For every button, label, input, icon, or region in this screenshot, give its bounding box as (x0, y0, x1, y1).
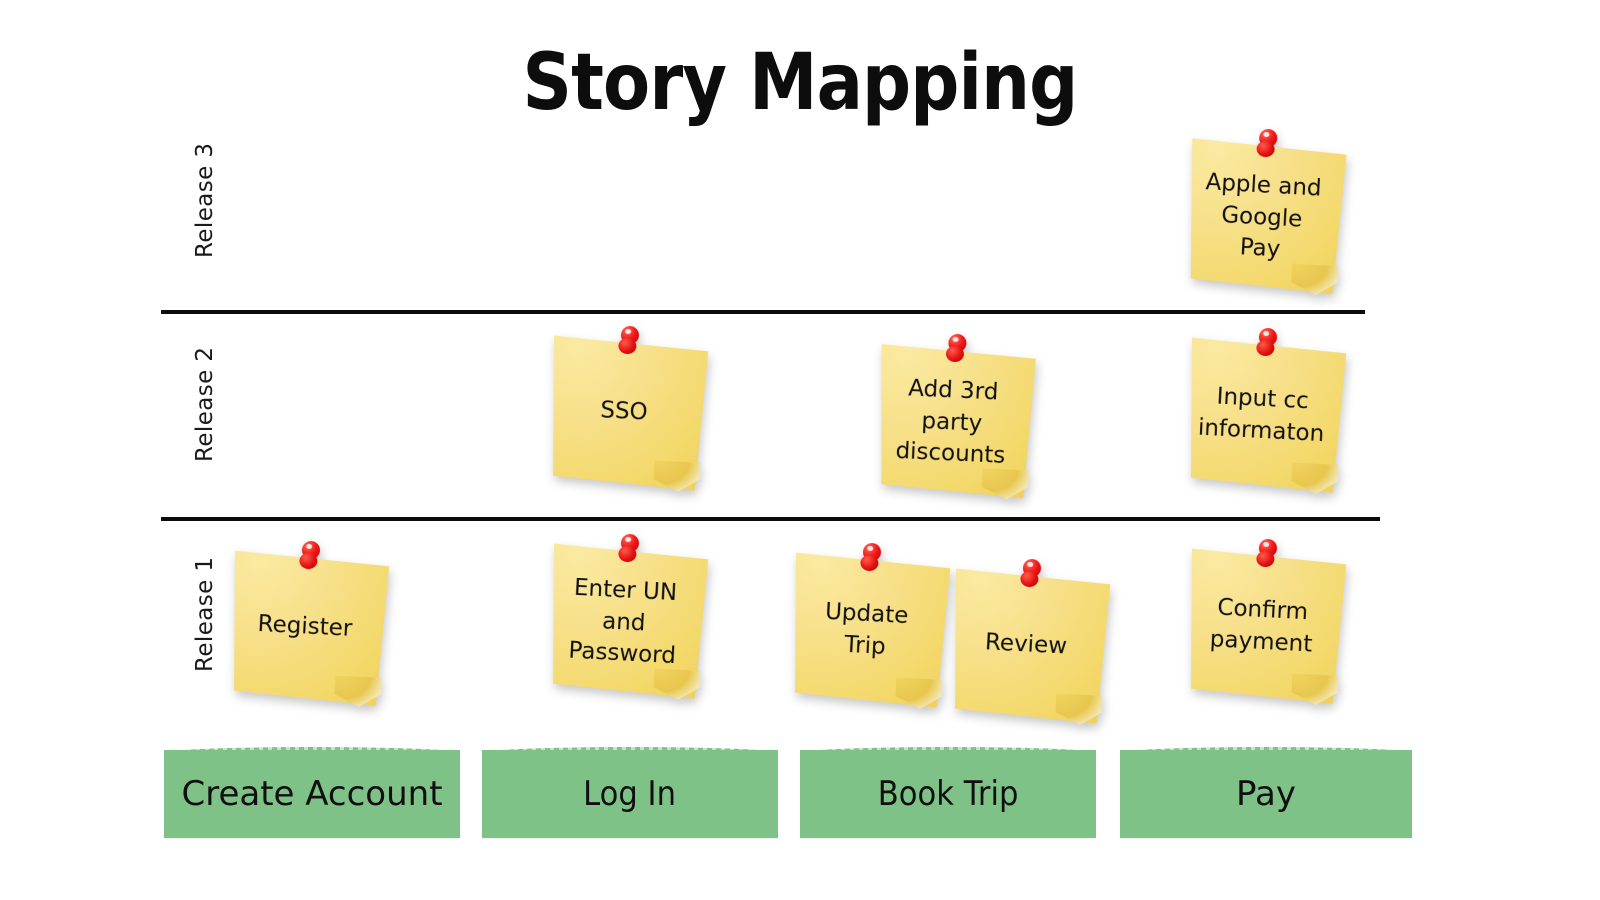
divider-release-2-release-1 (161, 517, 1380, 521)
pushpin-icon (858, 542, 886, 573)
activity-bar-create-account[interactable]: Create Account (164, 747, 460, 838)
torn-edge-icon (482, 747, 778, 753)
sticky-note-confirm-payment[interactable]: Confirm payment (1181, 538, 1347, 704)
activity-bar-pay[interactable]: Pay (1120, 747, 1412, 838)
pushpin-icon (616, 533, 644, 564)
torn-edge-icon (1120, 747, 1412, 753)
sticky-note-update-trip[interactable]: Update Trip (785, 542, 951, 708)
pushpin-icon (616, 325, 644, 356)
pushpin-icon (297, 540, 325, 571)
note-text: Input cc informaton (1197, 383, 1325, 447)
page-title: Story Mapping (522, 38, 1079, 128)
sticky-note-review[interactable]: Review (945, 558, 1111, 724)
divider-release-3-release-2 (161, 310, 1365, 314)
sticky-note-sso[interactable]: SSO (543, 325, 709, 491)
torn-edge-icon (164, 747, 460, 753)
sticky-note-input-cc-informaton[interactable]: Input cc informaton (1181, 327, 1347, 493)
note-text: Enter UN and Password (567, 574, 678, 670)
activity-bar-book-trip[interactable]: Book Trip (800, 747, 1096, 838)
activity-bar-log-in[interactable]: Log In (482, 747, 778, 838)
row-label-release-1: Release 1 (192, 556, 218, 672)
pushpin-icon (1254, 128, 1282, 159)
activity-label: Create Account (181, 774, 443, 814)
sticky-note-add-3rd-party-discounts[interactable]: Add 3rd party discounts (872, 333, 1037, 498)
pushpin-icon (1254, 327, 1282, 358)
pushpin-icon (1018, 558, 1046, 589)
activity-label: Pay (1236, 774, 1296, 814)
note-text: Confirm payment (1209, 594, 1313, 658)
row-label-release-3: Release 3 (192, 142, 218, 258)
torn-edge-icon (800, 747, 1096, 753)
note-text: Update Trip (824, 598, 909, 660)
sticky-note-register[interactable]: Register (224, 540, 390, 706)
pushpin-icon (1254, 538, 1282, 569)
row-label-release-2: Release 2 (192, 346, 218, 462)
activity-label: Log In (583, 774, 677, 814)
pushpin-icon (944, 333, 971, 364)
note-text: Apple and Google Pay (1204, 169, 1323, 263)
sticky-note-apple-and-google-pay[interactable]: Apple and Google Pay (1181, 128, 1347, 295)
activity-label: Book Trip (877, 774, 1019, 814)
note-text: Add 3rd party discounts (894, 375, 1006, 469)
sticky-note-enter-un-and-password[interactable]: Enter UN and Password (543, 533, 709, 699)
